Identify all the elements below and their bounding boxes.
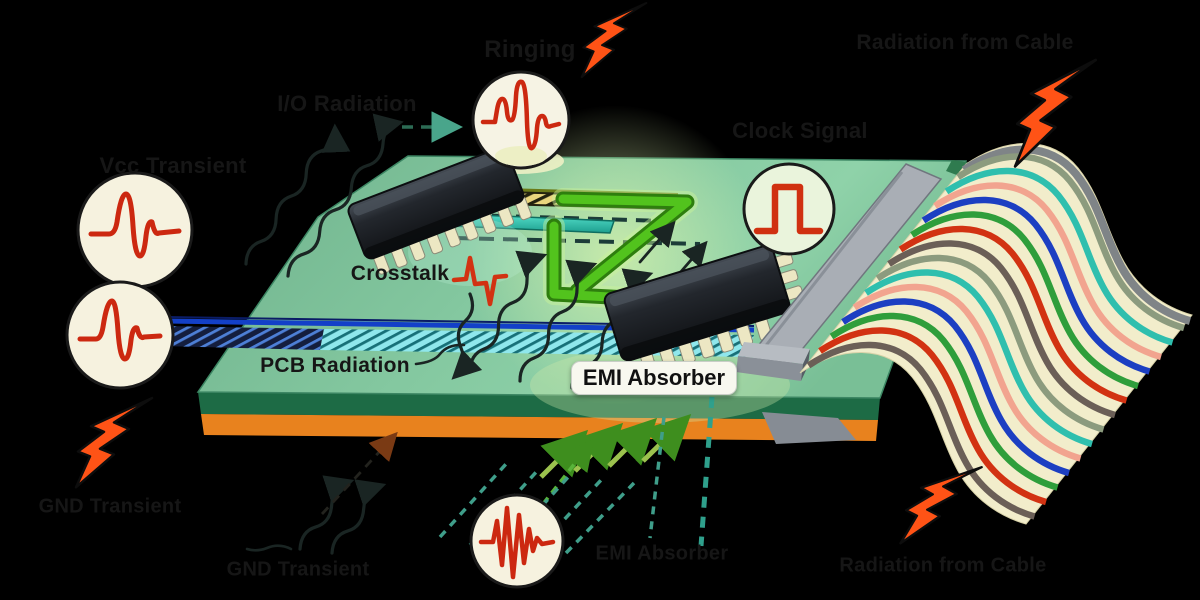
ringing-label: Ringing: [484, 36, 576, 63]
vcc-radiation-wavy-arrow: [244, 123, 351, 266]
ic-chip: [603, 244, 809, 376]
lightning-bolts: [74, 2, 1098, 545]
pcb-radiation-down-arrow: [451, 292, 483, 380]
waveform-circles: [65, 70, 836, 589]
lightning-bolt-icon: [1013, 58, 1098, 168]
lightning-bolt-icon: [580, 2, 648, 79]
lightning-bolt-icon: [74, 396, 154, 489]
gnd-arrow-tail: [245, 544, 293, 552]
radiation-from-cable-bottom-label: Radiation from Cable: [839, 554, 1047, 577]
io-radiation-wavy-arrow: [286, 113, 404, 278]
emi-absorber-bottom-label: EMI Absorber: [595, 542, 729, 565]
edge-connector: [736, 163, 943, 381]
gnd-transient-bottom-label: GND Transient: [226, 558, 370, 581]
radiation-from-cable-top-label: Radiation from Cable: [856, 31, 1074, 54]
transient-waveform-icon: [76, 171, 194, 289]
ringing-waveform-icon: [471, 70, 571, 170]
gnd-wavy-arrow: [330, 479, 387, 555]
io-radiation-label: I/O Radiation: [277, 91, 417, 116]
damped-wave-icon: [469, 493, 565, 589]
clock-pulse-icon: [742, 162, 836, 256]
crosstalk-spike-icon: [451, 255, 509, 307]
ribbon-cable: [799, 143, 1193, 525]
lightning-bolt-icon: [899, 466, 983, 545]
vcc-transient-label: Vcc Transient: [99, 153, 247, 178]
clock-signal-label: Clock Signal: [732, 118, 868, 143]
crosstalk-wavy-arrow: [518, 259, 598, 383]
z-small-arrow: [638, 220, 676, 264]
gnd-transient-left-label: GND Transient: [38, 495, 182, 518]
crosstalk-label: Crosstalk: [350, 262, 450, 285]
emi-absorber-board-tag: EMI Absorber: [571, 361, 737, 395]
pcb-radiation-leader: [414, 343, 466, 366]
connector-shadow: [762, 412, 856, 444]
gnd-dashed-arrow: [320, 431, 398, 515]
emi-absorber-board-label: EMI Absorber: [582, 365, 726, 390]
gnd-wavy-arrow: [298, 475, 355, 551]
ic-chip: [347, 146, 532, 275]
pcb-radiation-label: PCB Radiation: [260, 354, 410, 377]
transient-waveform-icon: [65, 280, 175, 390]
